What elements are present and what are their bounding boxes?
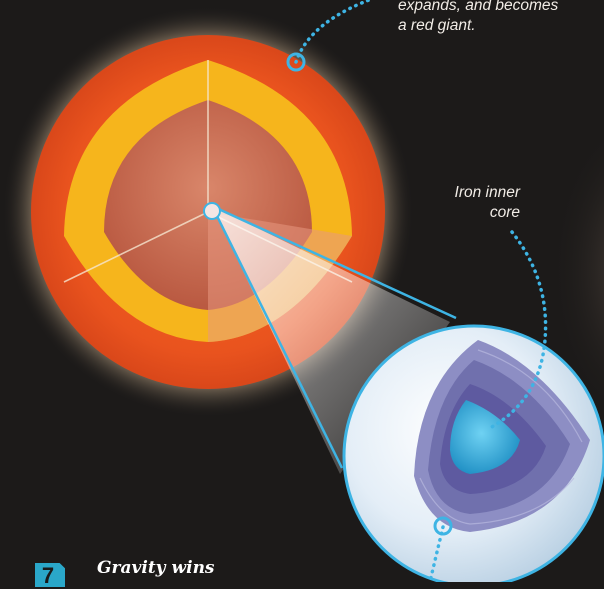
step-title: Gravity wins [97,558,215,578]
iron-core-caption-line1: Iron inner [454,184,520,201]
callout-ring-icon [286,52,306,72]
red-giant-caption-line2: a red giant. [398,17,476,34]
step-number: 7 [41,563,55,588]
step-number-badge: 7 [35,563,65,587]
iron-core-caption: Iron inner core [400,183,520,223]
red-giant-caption: expands, and becomes a red giant. [398,0,604,36]
background-nebula [550,123,604,417]
red-giant-caption-line1: expands, and becomes [398,0,559,14]
callout-red-giant [286,0,375,72]
core-shell-stripes [419,349,583,525]
callout-ring-icon [433,516,453,536]
zoom-beam [212,206,450,474]
zoom-beam-lines [210,204,457,469]
callout-iron-core [488,230,548,430]
iron-inner-core [450,400,520,474]
star-core-marker [203,202,221,220]
callout-core-shell [428,516,453,582]
iron-core-caption-line2: core [489,204,520,221]
